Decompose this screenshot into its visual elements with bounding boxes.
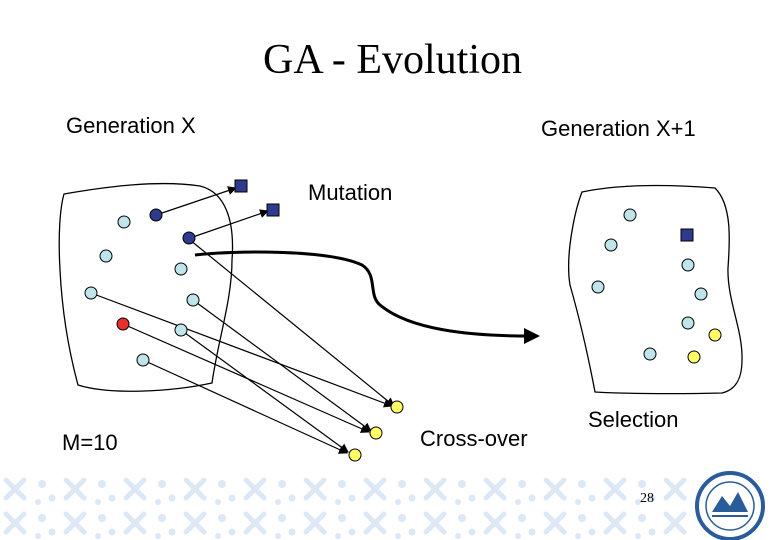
page-number: 28 <box>640 491 654 506</box>
generation-x-label: Generation X <box>66 113 196 138</box>
footer-pattern <box>0 478 690 540</box>
population-blob-generation-x1 <box>568 184 743 395</box>
crossover-arrow <box>189 239 395 407</box>
parent-individual-dot <box>116 317 130 331</box>
individual-dot <box>694 287 708 301</box>
mutation-arrow <box>189 209 269 239</box>
individual-dot <box>117 215 131 229</box>
crossover-child-dot <box>708 328 722 342</box>
crossover-child-dot <box>687 350 701 364</box>
individual-dot <box>643 347 657 361</box>
crossover-label: Cross-over <box>420 426 528 451</box>
selection-label: Selection <box>588 407 679 432</box>
individual-dot <box>186 293 200 307</box>
generation-x1-label: Generation X+1 <box>541 116 696 141</box>
mutant-square <box>234 179 248 193</box>
individual-dot <box>99 249 113 263</box>
individual-dot <box>591 280 605 294</box>
individual-dot <box>681 316 695 330</box>
population-size-label: M=10 <box>62 430 118 455</box>
university-seal-icon <box>695 471 765 540</box>
mutation-arrow <box>155 186 237 216</box>
individual-dot <box>84 286 98 300</box>
crossover-arrow <box>180 329 349 453</box>
selection-curve-arrow <box>194 250 531 338</box>
individual-dot <box>136 353 150 367</box>
individual-dot <box>174 323 188 337</box>
mutated-individual-dot <box>149 208 163 222</box>
crossover-arrow <box>142 359 348 454</box>
mutant-square <box>680 228 694 242</box>
crossover-arrow <box>90 292 393 408</box>
crossover-arrow <box>192 299 372 432</box>
individual-dot <box>604 238 618 252</box>
mutant-square <box>266 203 280 217</box>
crossover-child-dot <box>348 448 362 462</box>
crossover-child-dot <box>369 426 383 440</box>
population-blob-generation-x <box>58 182 234 392</box>
individual-dot <box>623 208 637 222</box>
mutation-label: Mutation <box>308 180 393 205</box>
individual-dot <box>681 258 695 272</box>
individual-dot <box>174 262 188 276</box>
slide-title: GA - Evolution <box>263 37 522 83</box>
mutated-individual-dot <box>182 231 196 245</box>
selection-arrowhead <box>524 328 540 344</box>
crossover-child-dot <box>390 400 404 414</box>
